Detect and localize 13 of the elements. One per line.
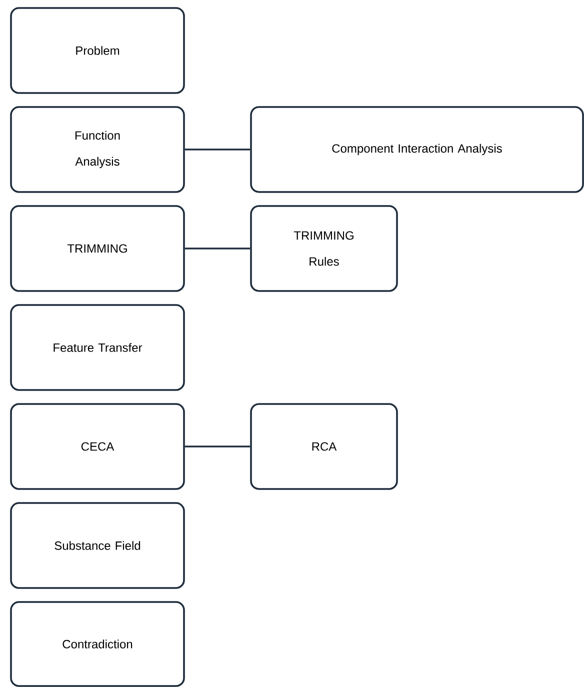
connector-line (184, 148, 250, 150)
process-box: TRIMMING (10, 205, 185, 292)
connector-line (184, 248, 250, 250)
process-box: Problem (10, 7, 185, 94)
process-box: Contradiction (10, 601, 185, 687)
process-box: CECA (10, 403, 185, 490)
process-box: Substance Field (10, 502, 185, 589)
process-box: Component Interaction Analysis (250, 106, 584, 193)
connector-line (184, 446, 250, 448)
process-box: Feature Transfer (10, 304, 185, 391)
process-box: RCA (250, 403, 398, 490)
process-box: TRIMMING Rules (250, 205, 398, 292)
process-box: Function Analysis (10, 106, 185, 193)
